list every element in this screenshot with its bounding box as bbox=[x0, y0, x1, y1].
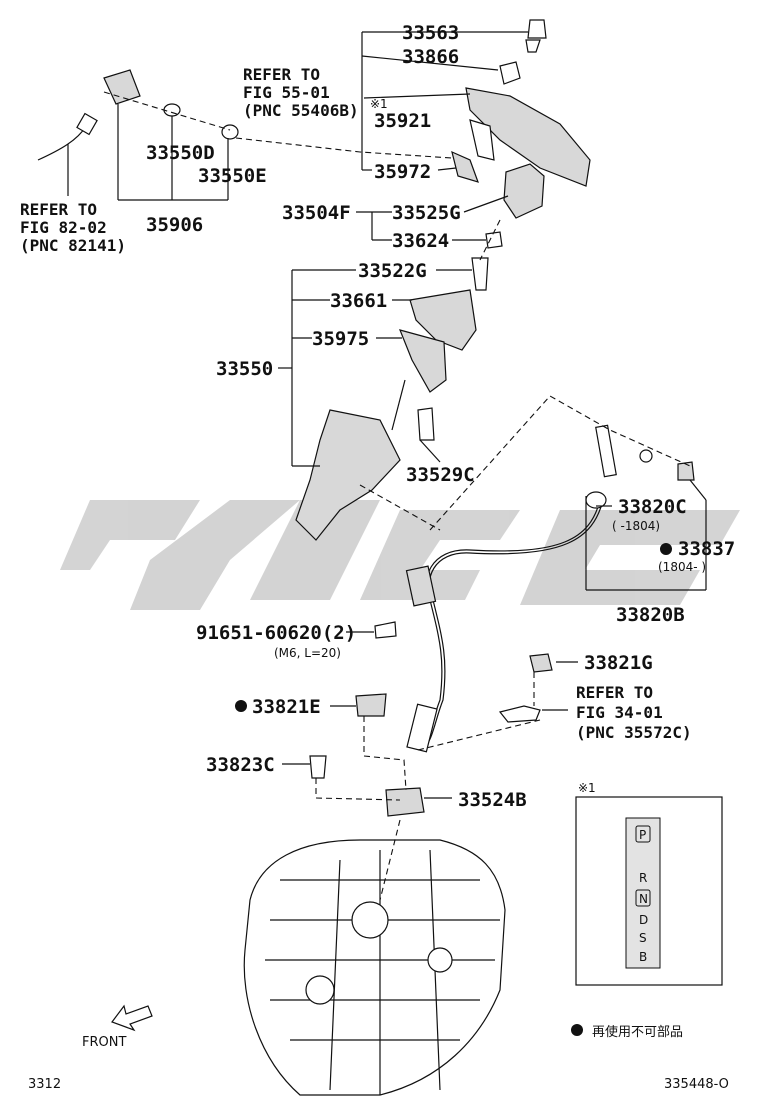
reference-fig34: REFER TO FIG 34-01 (PNC 35572C) bbox=[576, 683, 692, 742]
bolt-33823C-part bbox=[309, 755, 327, 779]
cable-upper-end-part bbox=[595, 424, 617, 478]
rod-33522G-part bbox=[471, 257, 489, 291]
bolt-91651-part bbox=[374, 621, 397, 639]
bolt-spec: (M6, L=20) bbox=[274, 646, 341, 660]
label-33524B: 33524B bbox=[458, 789, 527, 811]
label-33820B: 33820B bbox=[616, 604, 685, 626]
knob-33504F-part bbox=[503, 163, 545, 219]
label-35906: 35906 bbox=[146, 214, 203, 236]
knob-button-part bbox=[527, 19, 547, 39]
gear-d: D bbox=[639, 913, 648, 927]
svg-text:(PNC 35572C): (PNC 35572C) bbox=[576, 723, 692, 742]
shift-knob-assembly bbox=[295, 19, 591, 541]
shift-lever-rod bbox=[391, 379, 406, 431]
ring-33624-part bbox=[485, 231, 503, 249]
cable-bracket-part bbox=[405, 565, 437, 607]
page-code: 3312 bbox=[28, 1077, 61, 1092]
shift-base-33550-part bbox=[295, 409, 401, 541]
plate-35921-part bbox=[469, 119, 495, 161]
label-33837: 33837 bbox=[678, 538, 735, 560]
bolt-33529C-part bbox=[417, 407, 435, 441]
reference-fig82: REFER TO FIG 82-02 (PNC 82141) bbox=[20, 200, 126, 255]
connector-part bbox=[103, 69, 141, 105]
svg-text:REFER TO: REFER TO bbox=[243, 65, 320, 84]
legend-marker bbox=[571, 1024, 583, 1036]
front-label: FRONT bbox=[82, 1035, 126, 1050]
front-arrow-icon bbox=[111, 1004, 153, 1032]
spring-33866-part bbox=[499, 61, 521, 85]
label-35975: 35975 bbox=[312, 328, 369, 350]
indicator-35972-part bbox=[451, 150, 479, 183]
label-33550D: 33550D bbox=[146, 142, 215, 164]
gear-s: S bbox=[639, 931, 647, 945]
label-33550: 33550 bbox=[216, 358, 273, 380]
non-reusable-marker bbox=[235, 700, 247, 712]
boot-35975-part bbox=[398, 329, 447, 393]
clip-33837-part bbox=[639, 449, 653, 463]
gear-p: P bbox=[639, 828, 646, 842]
shift-panel-part bbox=[465, 87, 591, 187]
bracket-fig34-part bbox=[498, 705, 541, 723]
range-33837: (1804- ) bbox=[658, 560, 706, 574]
gear-n: N bbox=[639, 892, 648, 906]
svg-text:FIG 34-01: FIG 34-01 bbox=[576, 703, 663, 722]
label-33624: 33624 bbox=[392, 230, 449, 252]
leader-lines bbox=[67, 31, 707, 799]
bracket-33524B-part bbox=[385, 787, 425, 817]
label-33821G: 33821G bbox=[584, 652, 653, 674]
svg-text:REFER TO: REFER TO bbox=[20, 200, 97, 219]
label-33550E: 33550E bbox=[198, 165, 267, 187]
inset-gear-indicator: ※1 P R N D S B bbox=[575, 781, 723, 986]
svg-text:※1: ※1 bbox=[370, 97, 388, 111]
cable-end-part bbox=[406, 703, 438, 753]
svg-text:FIG 55-01: FIG 55-01 bbox=[243, 83, 330, 102]
range-33820C: ( -1804) bbox=[612, 519, 660, 533]
gear-r: R bbox=[639, 871, 647, 885]
label-33525G: 33525G bbox=[392, 202, 461, 224]
watermark-logo bbox=[60, 500, 740, 610]
svg-text:(PNC 55406B): (PNC 55406B) bbox=[243, 101, 359, 120]
legend-text: 再使用不可部品 bbox=[592, 1024, 683, 1040]
inset-title: ※1 bbox=[578, 781, 596, 795]
label-33504F: 33504F bbox=[282, 202, 351, 224]
label-91651: 91651-60620(2) bbox=[196, 622, 356, 644]
label-33823C: 33823C bbox=[206, 754, 275, 776]
svg-text:(PNC 82141): (PNC 82141) bbox=[20, 236, 126, 255]
spring-part bbox=[525, 39, 541, 53]
label-35921: 35921 bbox=[374, 110, 431, 132]
label-33866: 33866 bbox=[402, 46, 459, 68]
figure-id: 335448-O bbox=[664, 1077, 729, 1092]
clip-33820-part bbox=[677, 461, 695, 481]
transmission-housing bbox=[243, 839, 506, 1096]
reference-fig55: REFER TO FIG 55-01 (PNC 55406B) ※1 bbox=[243, 65, 388, 120]
nut-33821G-part bbox=[529, 653, 553, 673]
label-33529C: 33529C bbox=[406, 464, 475, 486]
label-33661: 33661 bbox=[330, 290, 387, 312]
clip-33821E-part bbox=[355, 693, 387, 717]
label-33821E: 33821E bbox=[252, 696, 321, 718]
label-35972: 35972 bbox=[374, 161, 431, 183]
shift-cable bbox=[405, 424, 695, 753]
label-33820C: 33820C bbox=[618, 496, 687, 518]
svg-text:FIG 82-02: FIG 82-02 bbox=[20, 218, 107, 237]
dashed-guides bbox=[103, 91, 691, 901]
wiring-harness bbox=[37, 69, 239, 161]
label-33563: 33563 bbox=[402, 22, 459, 44]
label-33522G: 33522G bbox=[358, 260, 427, 282]
gear-b: B bbox=[639, 950, 647, 964]
non-reusable-marker bbox=[660, 543, 672, 555]
svg-text:REFER TO: REFER TO bbox=[576, 683, 653, 702]
boot-33661-part bbox=[409, 289, 477, 351]
